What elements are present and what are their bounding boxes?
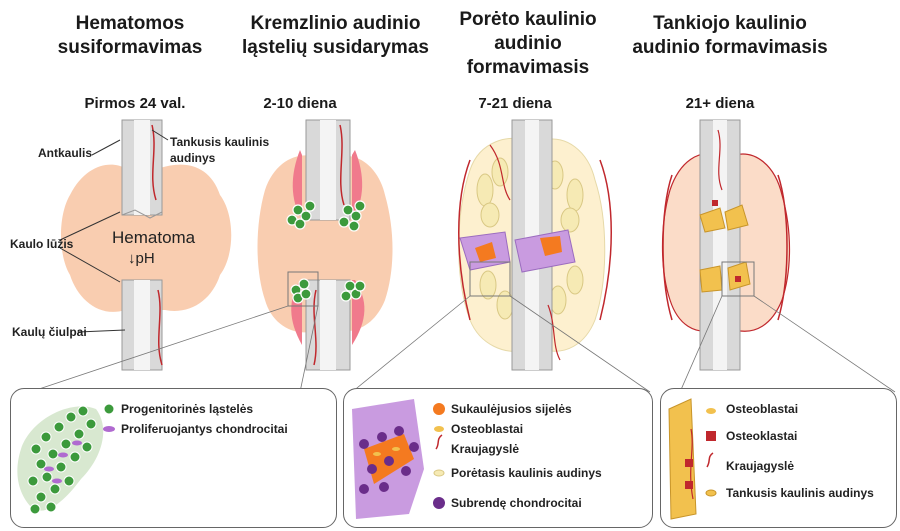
legend-blood-vessel: Kraujagyslė (451, 442, 519, 456)
legend-osteoblasts: Osteoblastai (451, 422, 523, 436)
zoom-line (754, 296, 895, 392)
legend-ossified-trabeculae: Sukaulėjusios sijelės (451, 402, 572, 416)
legend-proliferating-chondrocytes: Proliferuojantys chondrocitai (121, 422, 288, 436)
legend-progenitor-cells: Progenitorinės ląstelės (121, 402, 253, 416)
stage-4-illustration (663, 120, 896, 392)
legend-mature-chondrocytes: Subrendę chondrocitai (451, 496, 582, 510)
hematoma-label: Hematoma (112, 228, 195, 248)
fracture-label: Kaulo lūžis (10, 237, 73, 251)
legend-osteoblasts-dense: Osteoblastai (726, 402, 798, 416)
dense-bone-label: Tankusis kaulinis audinys (170, 134, 280, 166)
lower-bone-fragment (122, 280, 162, 370)
periosteum-label: Antkaulis (38, 146, 92, 160)
legend-dense-bone: Tankusis kaulinis audinys (726, 486, 874, 500)
stage-3-illustration (352, 120, 650, 392)
ph-label: ↓pH (128, 250, 155, 267)
legend-box-dense: Osteoblastai Osteoklastai Kraujagyslė Ta… (660, 388, 897, 528)
legend-osteoclasts: Osteoklastai (726, 429, 797, 443)
legend-blood-vessel-dense: Kraujagyslė (726, 459, 794, 473)
annotation-line (92, 140, 120, 155)
legend-box-cartilage: Progenitorinės ląstelės Proliferuojantys… (10, 388, 337, 528)
upper-bone-fragment (122, 120, 162, 218)
legend-porous-bone: Porėtasis kaulinis audinys (451, 466, 602, 480)
marrow-label: Kaulų čiulpai (12, 325, 87, 339)
legend-box-porous: Sukaulėjusios sijelės Osteoblastai Krauj… (343, 388, 653, 528)
